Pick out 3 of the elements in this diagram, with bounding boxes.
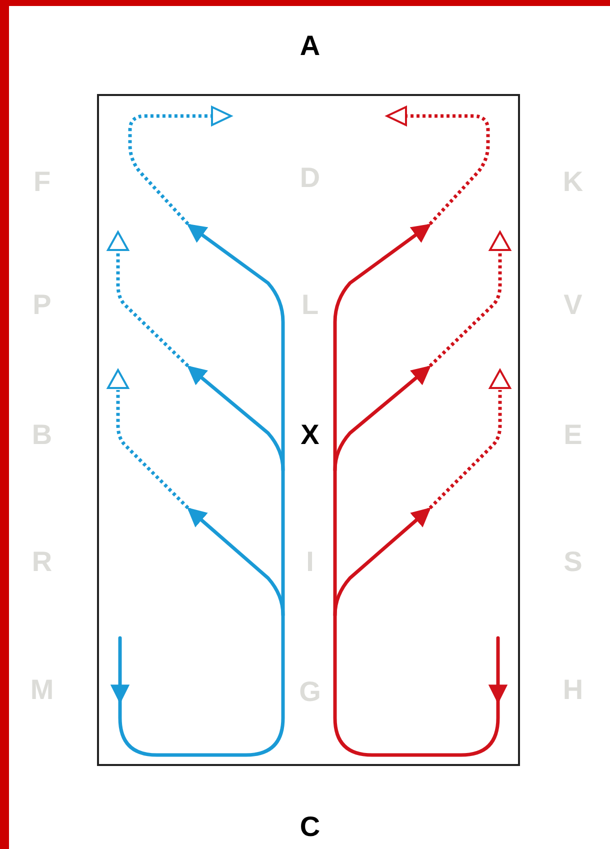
arena-letter: A (300, 32, 320, 60)
arena-letter: X (300, 421, 320, 449)
arena-letter: C (300, 813, 320, 841)
